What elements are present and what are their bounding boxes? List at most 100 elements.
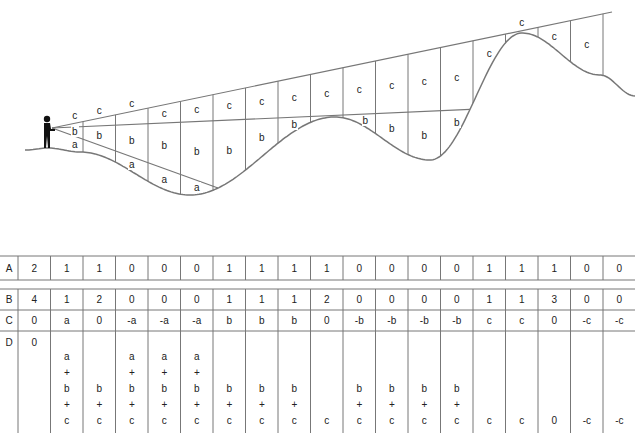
table-cell: 1 — [519, 263, 525, 274]
table-rule — [310, 256, 311, 280]
table-cell: -b — [387, 315, 396, 326]
section-line — [310, 75, 311, 123]
section-line — [148, 108, 149, 181]
segment-label: c — [128, 98, 135, 109]
sight-line — [52, 109, 470, 128]
row-header: C — [5, 315, 12, 326]
table-cell: b + c — [256, 381, 268, 429]
segment-label: a — [128, 159, 136, 170]
segment-label: b — [226, 145, 234, 156]
segment-label: c — [388, 80, 395, 91]
sight-line — [52, 12, 612, 128]
table-cell: 1 — [292, 263, 298, 274]
segment-label: c — [356, 84, 363, 95]
table-rule — [343, 256, 344, 280]
segment-label: c — [421, 76, 428, 87]
table-rule — [408, 289, 409, 433]
section-line — [473, 41, 474, 103]
table-cell: 0 — [357, 263, 363, 274]
table-rule — [603, 289, 604, 433]
table-rule — [18, 256, 19, 280]
table-rule — [343, 289, 344, 433]
section-line — [245, 88, 246, 170]
table-rule — [245, 256, 246, 280]
table-cell: -b — [420, 315, 429, 326]
table-cell: a + b + c — [126, 349, 138, 429]
section-line — [180, 101, 181, 194]
section-line — [343, 68, 344, 118]
terrain-profile — [25, 33, 635, 195]
table-cell: -c — [583, 315, 591, 326]
section-line — [115, 115, 116, 162]
observer-figure — [44, 123, 55, 148]
section-line — [375, 61, 376, 134]
table-cell: b + c — [451, 381, 463, 429]
table-cell: 0 — [617, 263, 623, 274]
table-cell: 0 — [324, 315, 330, 326]
table-cell: c — [519, 315, 524, 326]
table-rule — [148, 289, 149, 433]
observer-head — [44, 116, 50, 122]
table-cell: 2 — [97, 294, 103, 305]
table-cell: a + b + c — [191, 349, 203, 429]
table-cell: b + c — [353, 381, 365, 429]
segment-label: b — [96, 130, 104, 141]
section-line — [570, 21, 571, 62]
section-line — [603, 14, 604, 76]
table-cell: 0 — [97, 315, 103, 326]
segment-label: b — [362, 115, 370, 126]
table-rule — [83, 289, 84, 433]
table-cell: 1 — [64, 294, 70, 305]
table-rule — [408, 256, 409, 280]
table-cell: b — [227, 315, 233, 326]
section-line — [440, 48, 441, 157]
segment-label: c — [323, 88, 330, 99]
segment-label: b — [388, 123, 396, 134]
table-cell: -c — [581, 413, 593, 429]
table-rule — [570, 256, 571, 280]
table-rule — [50, 289, 51, 433]
table-cell: 0 — [28, 335, 40, 351]
table-rule — [473, 289, 474, 433]
table-cell: -b — [452, 315, 461, 326]
table-rule — [538, 289, 539, 433]
table-cell: 0 — [32, 315, 38, 326]
table-rule — [473, 256, 474, 280]
table-cell: 1 — [227, 294, 233, 305]
segment-label: b — [421, 130, 429, 141]
table-cell: 0 — [194, 294, 200, 305]
table-cell: -c — [615, 315, 623, 326]
table-cell: 0 — [454, 294, 460, 305]
table-cell: 0 — [422, 263, 428, 274]
table-rule — [18, 289, 19, 433]
table-cell: c — [483, 413, 495, 429]
table-cell: c — [516, 413, 528, 429]
table-rule — [538, 256, 539, 280]
table-rule — [0, 256, 635, 257]
segment-label: a — [71, 139, 79, 150]
table-rule — [115, 256, 116, 280]
table-cell: a + b + c — [158, 349, 170, 429]
table-cell: 0 — [552, 315, 558, 326]
table-cell: 2 — [32, 263, 38, 274]
table-rule — [245, 289, 246, 433]
table-rule — [603, 256, 604, 280]
table-rule — [0, 310, 635, 311]
table-cell: b + c — [386, 381, 398, 429]
row-header: D — [5, 337, 12, 348]
table-rule — [570, 289, 571, 433]
table-cell: 0 — [584, 263, 590, 274]
section-line — [213, 95, 214, 191]
table-cell: 0 — [389, 263, 395, 274]
table-rule — [115, 289, 116, 433]
table-rule — [213, 256, 214, 280]
section-line — [83, 122, 84, 153]
segment-label: b — [71, 126, 79, 137]
segment-label: b — [453, 117, 461, 128]
table-cell: 1 — [64, 263, 70, 274]
table-rule — [0, 289, 635, 290]
table-cell: 1 — [487, 263, 493, 274]
table-cell: -a — [160, 315, 169, 326]
segment-label: b — [128, 135, 136, 146]
section-line — [538, 27, 539, 37]
